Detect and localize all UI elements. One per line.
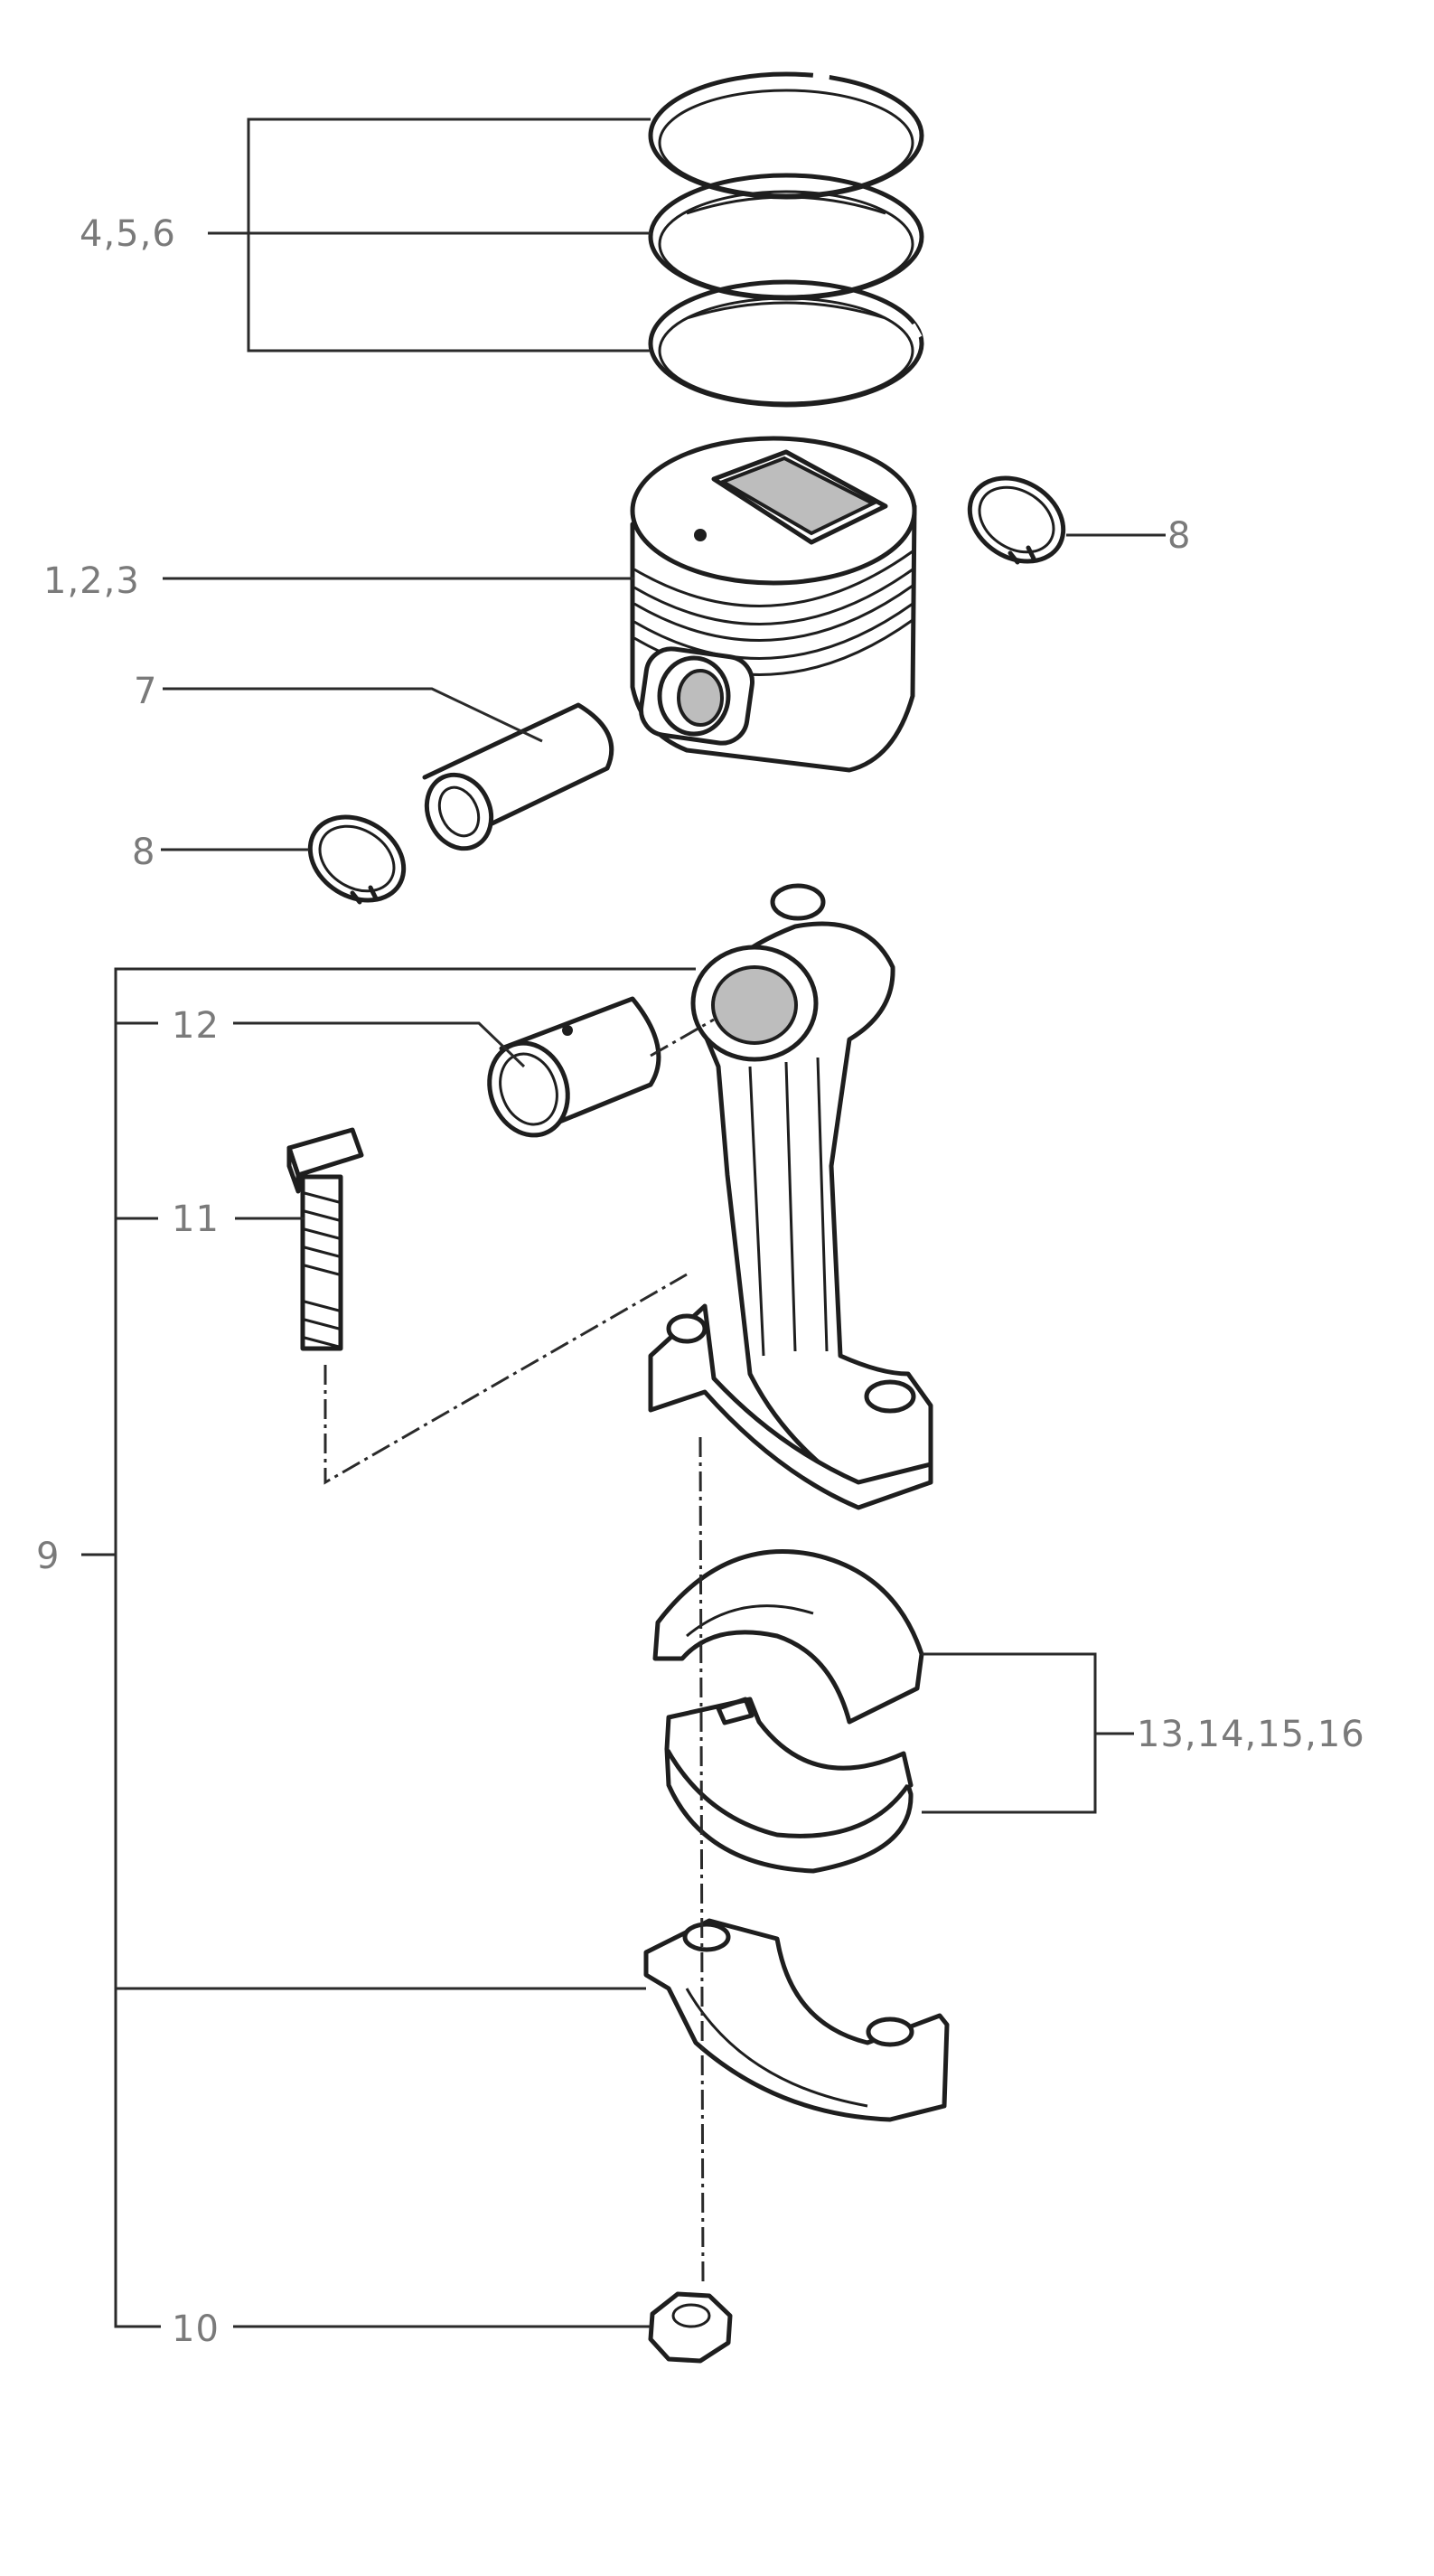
bearing-shell-lower [664, 1697, 914, 1874]
piston [630, 436, 917, 773]
bearings-leader [922, 1652, 1134, 1814]
callout-pin: 7 [134, 671, 157, 712]
circlip-left [307, 814, 407, 905]
callout-bearings: 13,14,15,16 [1137, 1714, 1365, 1755]
circlip-right [967, 475, 1066, 565]
callout-bushing: 12 [172, 1005, 220, 1047]
connecting-rod [648, 883, 933, 1510]
piston-pin [422, 702, 614, 851]
bushing-leader [233, 1021, 526, 1068]
callout-clip-left: 8 [132, 832, 155, 873]
connecting-rod-bolt [286, 1127, 364, 1351]
bearing-cap [643, 1918, 950, 2122]
callout-clip-right: 8 [1167, 515, 1191, 557]
small-end-bushing [487, 996, 661, 1138]
center-assembly-axis [698, 1436, 705, 2288]
piston-ring-top [648, 70, 924, 200]
connecting-rod-nut [648, 2291, 733, 2364]
callout-rings: 4,5,6 [80, 213, 176, 255]
bolt-axis [323, 1273, 688, 1485]
callout-assembly: 9 [36, 1536, 60, 1577]
bushing-axis [650, 1018, 715, 1058]
assembly-bracket [81, 967, 696, 2328]
callout-piston: 1,2,3 [43, 560, 140, 602]
bearing-shell-upper [652, 1549, 924, 1725]
piston-ring-bottom [648, 279, 924, 408]
callout-bolt: 11 [172, 1199, 220, 1240]
callout-nut: 10 [172, 2308, 220, 2350]
rings-leader [208, 118, 651, 353]
pin-leader [163, 687, 543, 743]
